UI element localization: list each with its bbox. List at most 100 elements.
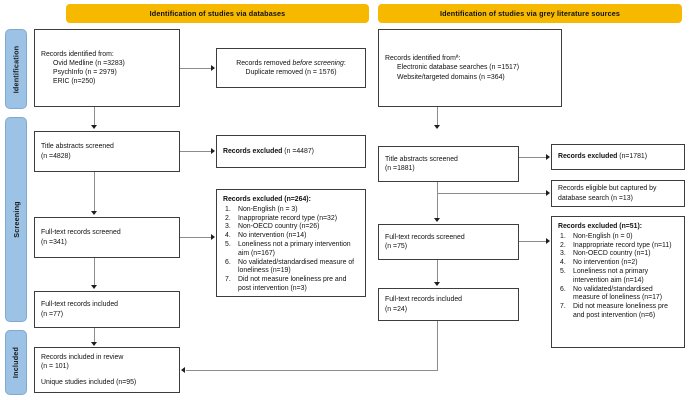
connector-grey-identified-to-title xyxy=(437,107,439,128)
records-excluded-fulltext-right-list: 1.Non-English (n = 0) 2.Inappropriate re… xyxy=(558,233,678,321)
records-removed-line1-italic: before screening xyxy=(292,59,344,67)
exclusion-item-left-1: 1.Non-English (n = 3) xyxy=(225,205,298,213)
records-identified-databases-item-1: Ovid Medline (n =3283) xyxy=(53,59,125,67)
exclusion-item-right-6: 6.No validated/standardised measure of l… xyxy=(560,285,663,302)
records-excluded-fulltext-left-heading: Records excluded (n=264): xyxy=(223,195,359,204)
records-excluded-titles-right-text: Records excluded (n=1781) xyxy=(558,152,678,161)
connector-title-to-fulltext-left xyxy=(94,172,96,214)
fulltext-included-right-line2: (n =24) xyxy=(385,305,408,313)
box-fulltext-screened-left: Full-text records screened (n =341) xyxy=(34,217,180,258)
phase-tab-identification-label: Identification xyxy=(11,45,21,93)
header-databases: Identification of studies via databases xyxy=(66,4,369,23)
phase-tab-identification: Identification xyxy=(5,29,27,109)
arrowhead-title-screened-to-excluded-left xyxy=(211,148,215,154)
records-identified-databases-item-3: ERIC (n=250) xyxy=(53,78,96,86)
connector-title-to-fulltext-right xyxy=(437,193,439,221)
fulltext-included-left-line1: Full-text records included xyxy=(41,301,118,309)
exclusion-item-left-7-label: Did not measure loneliness pre and post … xyxy=(238,276,347,293)
fulltext-screened-right-line2: (n =75) xyxy=(385,243,408,250)
exclusion-item-right-3-label: Non-OECD country (n=1) xyxy=(573,250,651,258)
phase-tab-included-label: Included xyxy=(11,346,21,379)
records-excluded-titles-left-text: Records excluded (n =4487) xyxy=(223,147,359,156)
exclusion-item-right-3: 3.Non-OECD country (n=1) xyxy=(560,250,651,258)
exclusion-item-left-1-label: Non-English (n = 3) xyxy=(238,205,298,213)
records-excluded-titles-right-bold: Records excluded xyxy=(558,153,618,161)
arrowhead-fulltext-screened-to-included-right xyxy=(434,282,440,286)
phase-tab-screening: Screening xyxy=(5,117,27,322)
exclusion-item-left-7: 7.Did not measure loneliness pre and pos… xyxy=(225,276,347,293)
arrowhead-fulltext-included-to-final xyxy=(91,342,97,346)
records-excluded-titles-right-rest: (n=1781) xyxy=(617,153,648,161)
connector-identified-to-removed xyxy=(180,68,212,70)
connector-fulltext-to-excluded-left xyxy=(180,237,212,239)
records-excluded-titles-left-rest: (n =4487) xyxy=(282,147,314,155)
exclusion-item-right-2-label: Inappropriate record type (n=11) xyxy=(573,241,672,249)
records-included-line3: Unique studies included (n=95) xyxy=(41,378,137,386)
box-records-excluded-fulltext-right: Records excluded (n=51): 1.Non-English (… xyxy=(551,216,685,348)
records-removed-line1-b: : xyxy=(343,59,346,67)
box-records-excluded-titles-right: Records excluded (n=1781) xyxy=(551,144,685,170)
exclusion-item-left-5-label: Loneliness not a primary intervention ai… xyxy=(238,240,351,257)
phase-tab-included: Included xyxy=(5,330,27,395)
box-records-eligible-captured: Records eligible but captured by databas… xyxy=(551,180,685,207)
records-identified-grey-item-2: Website/targeted domains (n =364) xyxy=(397,73,505,81)
connector-fulltext-screened-to-included-left xyxy=(94,258,96,288)
arrowhead-identified-to-title-screened xyxy=(91,125,97,129)
connector-grey-to-final-horizontal xyxy=(186,370,438,372)
connector-grey-to-final-vertical xyxy=(437,321,439,371)
records-eligible-captured-line1: Records eligible but captured by xyxy=(558,185,657,193)
fulltext-screened-left-line1: Full-text records screened xyxy=(41,229,121,237)
records-excluded-fulltext-left-heading-bold: Records excluded xyxy=(223,196,283,203)
fulltext-included-right-line1: Full-text records included xyxy=(385,296,462,304)
records-removed-line1-a: Records removed xyxy=(236,59,293,67)
arrowhead-title-to-fulltext-right xyxy=(434,218,440,222)
exclusion-item-right-5-label: Loneliness not a primary intervention ai… xyxy=(573,267,649,284)
arrowhead-grey-identified-to-title xyxy=(434,125,440,129)
records-removed-line2: Duplicate removed (n = 1576) xyxy=(245,69,337,76)
records-identified-databases-line1: Records identified from: xyxy=(41,50,114,58)
exclusion-item-left-6-label: No validated/standardised measure of lon… xyxy=(238,258,355,275)
box-records-removed-before-screening: Records removed before screening: Duplic… xyxy=(216,48,366,88)
records-excluded-fulltext-right-heading-bold: Records excluded xyxy=(558,223,618,230)
arrowhead-identified-to-removed xyxy=(211,65,215,71)
arrowhead-fulltext-screened-to-included-left xyxy=(91,285,97,289)
arrowhead-title-to-fulltext-left xyxy=(91,211,97,215)
records-excluded-fulltext-right-heading-rest: (n=51): xyxy=(617,223,643,230)
exclusion-item-right-2: 2.Inappropriate record type (n=11) xyxy=(560,241,672,249)
arrowhead-fulltext-to-excluded-right xyxy=(546,238,550,244)
connector-fulltext-to-excluded-right xyxy=(519,241,547,243)
box-fulltext-included-right: Full-text records included (n =24) xyxy=(378,288,519,321)
connector-fulltext-screened-to-included-right xyxy=(437,260,439,285)
connector-title-to-excluded-right xyxy=(519,157,547,159)
records-identified-grey-line1: Records identified fromª: xyxy=(385,55,461,63)
connector-fulltext-included-to-final xyxy=(94,328,96,345)
fulltext-screened-left-line2: (n =341) xyxy=(41,238,67,246)
exclusion-item-left-4: 4.No intervention (n=14) xyxy=(225,232,307,240)
connector-title-to-eligible-captured xyxy=(437,193,547,195)
box-title-abstracts-screened-right: Title abstracts screened (n =1881) xyxy=(378,146,519,182)
box-fulltext-included-left: Full-text records included (n =77) xyxy=(34,291,180,328)
fulltext-included-left-line2: (n =77) xyxy=(41,310,64,318)
exclusion-item-left-3: 3.Non-OECD country (n=26) xyxy=(225,223,320,231)
records-included-line1: Records included in review xyxy=(41,354,124,362)
title-abstracts-screened-right-line1: Title abstracts screened xyxy=(385,155,458,163)
exclusion-item-right-6-label: No validated/standardised measure of lon… xyxy=(573,285,663,302)
exclusion-item-right-7-label: Did not measure loneliness pre and post … xyxy=(573,303,668,320)
records-included-line2: (n = 101) xyxy=(41,363,69,371)
box-title-abstracts-screened-left: Title abstracts screened (n =4828) xyxy=(34,131,180,172)
exclusion-item-left-2-label: Inappropriate record type (n=32) xyxy=(238,214,338,222)
records-excluded-fulltext-left-heading-rest: (n=264): xyxy=(282,196,311,203)
exclusion-item-right-4-label: No intervention (n=2) xyxy=(573,259,638,267)
connector-identified-to-title-screened xyxy=(94,107,96,128)
box-records-identified-grey: Records identified fromª: Electronic dat… xyxy=(378,29,562,107)
exclusion-item-right-7: 7.Did not measure loneliness pre and pos… xyxy=(560,303,668,320)
records-excluded-fulltext-right-heading: Records excluded (n=51): xyxy=(558,222,678,231)
exclusion-item-right-5: 5.Loneliness not a primary intervention … xyxy=(560,267,649,284)
title-abstracts-screened-left-line1: Title abstracts screened xyxy=(41,143,114,151)
arrowhead-title-to-eligible-captured xyxy=(546,190,550,196)
exclusion-item-left-4-label: No intervention (n=14) xyxy=(238,232,307,240)
box-records-identified-databases: Records identified from: Ovid Medline (n… xyxy=(34,29,180,107)
exclusion-item-right-1-label: Non-English (n = 0) xyxy=(573,232,633,240)
exclusion-item-left-2: 2.Inappropriate record type (n=32) xyxy=(225,214,338,222)
